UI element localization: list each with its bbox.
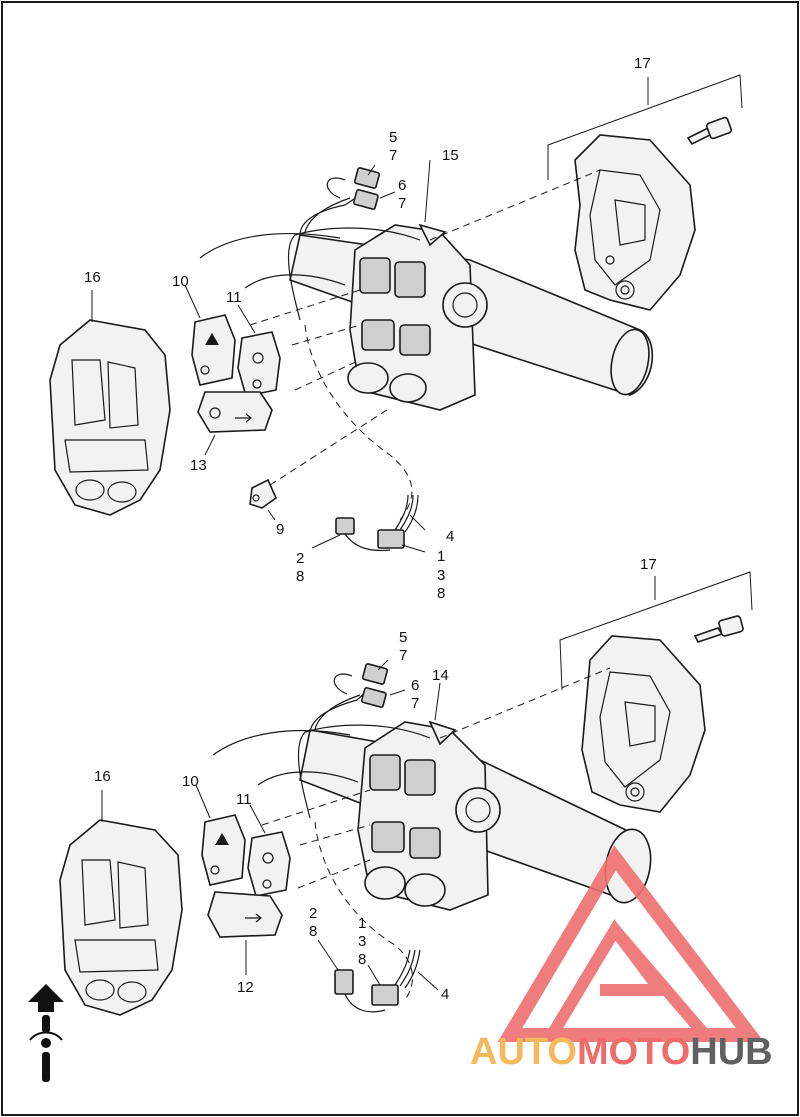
bottom-callout-2: 2	[309, 905, 317, 922]
bottom-callout-7a: 7	[399, 647, 407, 664]
top-callout-15: 15	[442, 147, 459, 164]
bottom-part-17-housing	[581, 635, 706, 813]
top-callout-11: 11	[226, 289, 242, 306]
top-lead-2	[311, 534, 341, 549]
top-lead-10	[184, 284, 201, 319]
top-callout-7b: 7	[398, 195, 406, 212]
watermark-text: AUTOMOTOHUB	[470, 1031, 773, 1073]
bottom-callout-5: 5	[399, 629, 407, 646]
top-bracket-17	[547, 74, 743, 180]
bottom-callout-3: 3	[358, 933, 366, 950]
top-wire-harness	[287, 227, 421, 321]
bottom-lead-11	[249, 804, 266, 834]
top-lead-9	[267, 509, 276, 521]
bottom-callout-12: 12	[237, 979, 254, 996]
bottom-callout-17: 17	[640, 556, 657, 573]
bottom-lead-6	[389, 689, 406, 696]
bottom-switch-11	[247, 831, 291, 897]
bottom-lead-5	[377, 659, 389, 671]
top-callout-10: 10	[172, 273, 189, 290]
bottom-callout-16: 16	[94, 768, 111, 785]
top-screw	[686, 116, 733, 146]
top-lead-15	[424, 159, 431, 223]
watermark-auto: AUTO	[470, 1031, 577, 1073]
bottom-callout-10: 10	[182, 773, 199, 790]
top-switch-10	[191, 314, 236, 386]
bottom-callout-8b: 8	[358, 951, 366, 968]
bottom-callout-11: 11	[236, 791, 252, 808]
bottom-lead-4	[417, 971, 439, 991]
top-callout-1: 1	[437, 548, 445, 565]
motorcycle-front-arrow-icon	[28, 984, 64, 1082]
top-callout-17: 17	[634, 55, 651, 72]
top-switch-13	[197, 391, 273, 433]
bottom-assembly: 17 5 7 6 7 14 16 10 11 12 2 8 1 3 8 4	[59, 556, 753, 1016]
top-callout-6: 6	[398, 177, 406, 194]
top-lead-11	[237, 304, 256, 334]
top-part-17-housing	[574, 134, 696, 311]
top-lead-4	[409, 514, 426, 531]
top-connector-5	[326, 167, 381, 199]
watermark-hub: HUB	[690, 1031, 772, 1073]
bottom-screw	[693, 615, 744, 643]
bottom-callout-4: 4	[441, 986, 449, 1003]
watermark-moto: MOTO	[577, 1031, 690, 1073]
bottom-lead-10	[195, 784, 211, 819]
top-callout-8a: 8	[296, 568, 304, 585]
top-switch-housing-15	[347, 223, 488, 411]
bottom-bracket-17	[559, 571, 753, 691]
bottom-connectors-1-2	[334, 949, 421, 1013]
top-lead-5	[367, 164, 376, 176]
top-switch-11	[237, 331, 281, 397]
top-part-16-cover	[49, 319, 171, 516]
top-lead-1	[401, 544, 426, 553]
top-connectors-1-2	[335, 494, 419, 552]
top-lead-13	[204, 434, 216, 456]
bottom-connector-6	[360, 687, 387, 708]
bottom-part-16-cover	[59, 819, 183, 1016]
bottom-lead-14	[434, 682, 441, 721]
bottom-callout-1: 1	[358, 915, 366, 932]
bottom-callout-8a: 8	[309, 923, 317, 940]
top-callout-8b: 8	[437, 585, 445, 602]
bottom-callout-14: 14	[432, 667, 449, 684]
top-callout-13: 13	[190, 457, 207, 474]
top-connector-6	[352, 189, 379, 210]
bottom-lead-1	[367, 964, 381, 986]
automotohub-watermark-logo	[497, 845, 765, 1042]
top-callout-16: 16	[84, 269, 101, 286]
bottom-callout-7b: 7	[411, 695, 419, 712]
bottom-wire-harness	[297, 724, 431, 819]
bottom-switch-12	[207, 891, 283, 938]
bottom-connector-5	[333, 663, 389, 695]
top-callout-9: 9	[276, 521, 284, 538]
top-part-9-cap	[249, 478, 277, 509]
top-callout-2: 2	[296, 550, 304, 567]
bottom-callout-6: 6	[411, 677, 419, 694]
top-callout-3: 3	[437, 567, 445, 584]
top-callout-5: 5	[389, 129, 397, 146]
top-lead-6	[379, 191, 396, 199]
top-callout-4: 4	[446, 528, 454, 545]
bottom-lead-2	[317, 939, 339, 971]
top-callout-7a: 7	[389, 147, 397, 164]
top-assembly: 17 5 7 6 7 15 16 10 11 13 9 4 2 8 1 3 8	[49, 55, 743, 602]
bottom-switch-10	[201, 814, 246, 886]
bottom-switch-housing-14	[357, 720, 501, 911]
